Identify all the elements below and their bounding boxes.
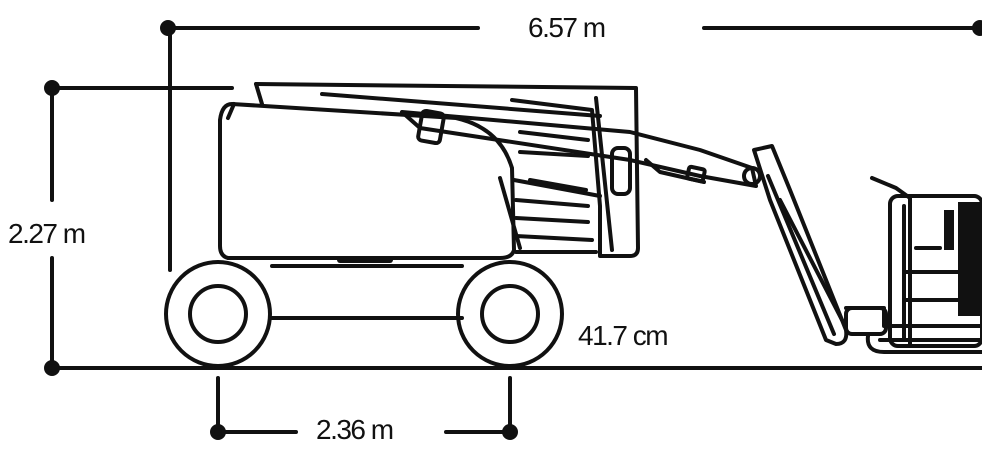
platform-controls	[944, 202, 982, 316]
wheelbase-label: 2.36 m	[316, 414, 394, 446]
wheelbase-dimension	[210, 376, 518, 440]
platform-basket	[844, 176, 982, 354]
hood-bars	[498, 176, 602, 254]
upper-boom	[254, 82, 640, 258]
chassis	[270, 264, 464, 320]
turntable-body	[218, 102, 516, 263]
overall-length-label: 6.57 m	[528, 12, 606, 44]
main-boom-arm	[400, 108, 758, 196]
wheel-rear	[164, 260, 272, 368]
jib	[742, 144, 849, 346]
wheel-front	[456, 260, 564, 368]
length-dimension	[160, 20, 982, 272]
ground-clearance-label: 41.7 cm	[578, 320, 669, 352]
stowed-height-label: 2.27 m	[8, 218, 86, 250]
